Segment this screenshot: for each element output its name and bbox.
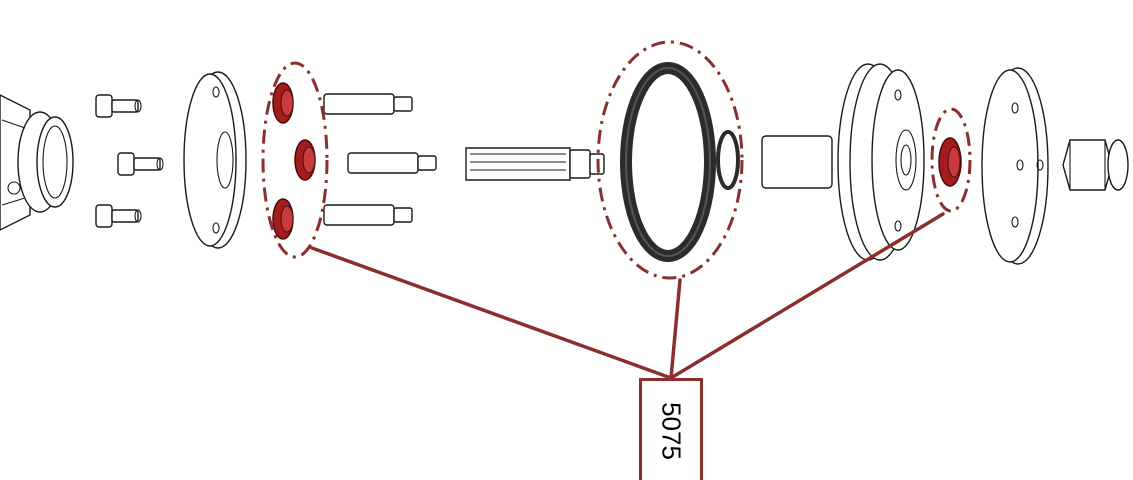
part-number-label: 5075	[656, 401, 687, 460]
hex-nut-icon	[1062, 139, 1129, 191]
seal-group-highlight-left	[261, 61, 329, 259]
seal-washer-icon	[272, 82, 316, 240]
end-plate-icon	[981, 67, 1049, 265]
part-number-callout: 5075	[639, 378, 703, 480]
o-ring-icon	[620, 62, 716, 262]
oring-group-highlight	[596, 40, 744, 280]
small-o-ring-icon	[716, 130, 740, 190]
seal-group-highlight-right	[930, 107, 972, 213]
cap-screw-icon	[95, 94, 164, 228]
flange-plate-icon	[183, 71, 247, 249]
shaft-icon	[465, 147, 605, 181]
pulley-hub-icon	[761, 63, 925, 261]
pin-icon	[323, 93, 437, 226]
housing-icon	[0, 94, 74, 231]
callout-leader-lines	[310, 212, 945, 380]
seal-washer-right-icon	[938, 137, 962, 187]
